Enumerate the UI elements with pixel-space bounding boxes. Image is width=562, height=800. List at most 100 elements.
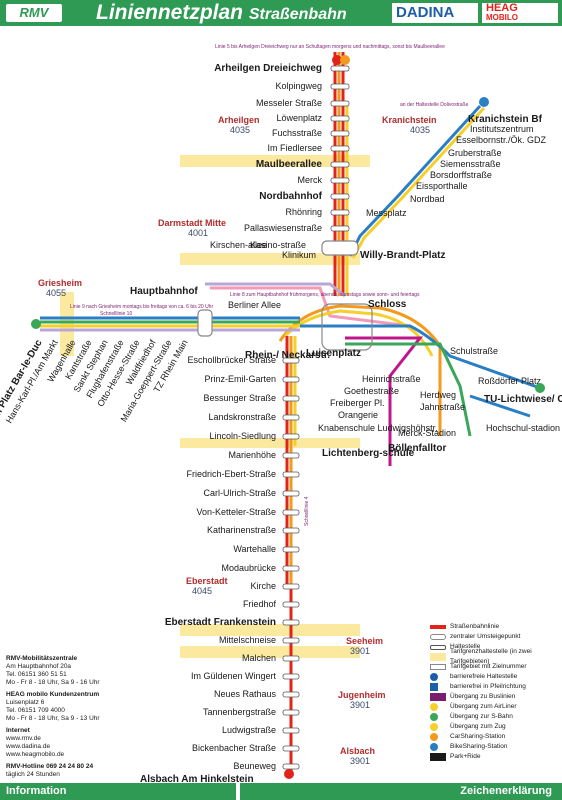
station-label: Wartehalle: [233, 544, 276, 554]
info-heag-line: Tel. 06151 709 4000: [6, 707, 65, 714]
station-label: Marienhöhe: [228, 450, 276, 460]
legend-row: Tarifgebiet mit Zielnummer: [430, 662, 560, 672]
tram-line-icon: [430, 625, 446, 629]
station-label: Willy-Brandt-Platz: [360, 250, 445, 261]
legend-row: Park+Ride: [430, 752, 560, 762]
station-label: Pallaswiesenstraße: [244, 223, 322, 233]
legend-row: Übergang zum Zug: [430, 722, 560, 732]
zone-border-stop-icon: [430, 653, 446, 661]
info-internet-link[interactable]: www.rmv.de: [6, 735, 41, 742]
info-internet: Internet www.rmv.de www.dadina.de www.he…: [6, 727, 186, 759]
station-label: Kasino-straße: [250, 240, 306, 250]
north-station-labels: Arheilgen Dreieichweg Kolpingweg Messele…: [214, 63, 322, 233]
station-label: Friedrich-Ebert-Straße: [186, 469, 276, 479]
zone-label-alsbach: Alsbach: [340, 746, 375, 756]
zone-border-kirschenallee: [180, 253, 360, 265]
bikesharing-icon: [430, 743, 438, 751]
interchange-icon: [430, 634, 446, 640]
header-bar: RMV Liniennetzplan Straßenbahn DADINA HE…: [0, 0, 562, 26]
station-label: Berliner Allee: [228, 300, 281, 310]
zone-number-griesheim: 4055: [46, 288, 66, 298]
legend-label: Tarifgebiet mit Zielnummer: [450, 663, 527, 670]
stop-icon: [430, 644, 446, 650]
legend-label: Park+Ride: [450, 753, 481, 760]
station-label: Bessunger Straße: [203, 393, 276, 403]
note-line4: Schnelllinie 4: [304, 496, 310, 526]
line-terminus-badge: [284, 769, 294, 779]
station-label: Messplatz: [366, 208, 407, 218]
title-subtitle: Straßenbahn: [248, 6, 347, 23]
heag-logo-sub: MOBILO: [486, 13, 518, 22]
station-label: Goethestraße: [344, 386, 399, 396]
info-panel: RMV-Mobilitätszentrale Am Hauptbahnhof 2…: [6, 655, 186, 783]
station-label: Esselbornstr./Ök. GDZ: [456, 135, 547, 145]
east-lines: [345, 336, 531, 466]
station-label: Eberstadt Frankenstein: [165, 617, 276, 628]
zone-number-darmstadt-mitte: 4001: [188, 228, 208, 238]
legend-row: Haltestelle: [430, 642, 560, 652]
line-terminus-badge: [340, 55, 350, 65]
legend-label: barrierefrei in Pfeilrichtung: [450, 683, 526, 690]
zone-label-darmstadt-mitte: Darmstadt Mitte: [158, 218, 226, 228]
info-heag: HEAG mobilo Kundenzentrum Luisenplatz 6 …: [6, 691, 186, 723]
station-label: Neues Rathaus: [214, 689, 277, 699]
station-label: Katharinenstraße: [207, 525, 276, 535]
station-label: Lincoln-Siedlung: [209, 431, 276, 441]
station-label: Fuchsstraße: [272, 128, 322, 138]
park-ride-icon: [430, 753, 446, 761]
station-label: Kirche: [250, 581, 276, 591]
station-label: Tannenbergstraße: [203, 707, 276, 717]
interchange-hauptbahnhof: [197, 309, 213, 337]
heag-logo-text: HEAG: [486, 2, 518, 14]
station-label: Eschollbrücker Straße: [187, 355, 276, 365]
station-label: Mittelschneise: [219, 635, 276, 645]
south-station-labels: Eschollbrücker Straße Prinz-Emil-Garten …: [165, 355, 277, 771]
station-label: Böllenfalltor: [388, 443, 446, 454]
station-label: Orangerie: [338, 410, 378, 420]
info-heag-line: Luisenplatz 6: [6, 699, 45, 706]
zone-border-malchen: [180, 646, 360, 658]
info-hotline-line: täglich 24 Stunden: [6, 771, 60, 778]
info-heag-line: Mo - Fr 8 - 18 Uhr, Sa 9 - 13 Uhr: [6, 715, 100, 722]
note-kranichstein: an der Haltestelle Dolivostraße: [400, 102, 469, 108]
info-rmv-line: Mo - Fr 8 - 18 Uhr, Sa 9 - 16 Uhr: [6, 679, 100, 686]
station-label: Jahnstraße: [420, 402, 465, 412]
bus-icon: [430, 693, 446, 701]
station-label: Landskronstraße: [208, 412, 276, 422]
info-internet-link[interactable]: www.heagmobilo.de: [6, 751, 65, 758]
info-internet-link[interactable]: www.dadina.de: [6, 743, 51, 750]
info-rmv-title: RMV-Mobilitätszentrale: [6, 655, 78, 662]
zone-number-jugenheim: 3901: [350, 700, 370, 710]
station-label: Siemensstraße: [440, 159, 501, 169]
station-label: Beuneweg: [233, 761, 276, 771]
station-label: Roßdörfer Platz: [478, 376, 542, 386]
legend-label: Tarifgrenzhaltestelle (in zwei Tarifgebi…: [450, 648, 532, 665]
zone-label-seeheim: Seeheim: [346, 636, 383, 646]
legend-label: Übergang zum AirLiner: [450, 703, 517, 710]
station-label: Klinikum: [282, 250, 316, 260]
station-label: Messeler Straße: [256, 98, 322, 108]
heag-logo: HEAG MOBILO: [482, 3, 558, 23]
station-label: Prinz-Emil-Garten: [204, 374, 276, 384]
legend-label: barrierefreie Haltestelle: [450, 673, 518, 680]
s-bahn-icon: [430, 713, 438, 721]
line-terminus-badge: [479, 97, 489, 107]
station-label: Im Güldenen Wingert: [191, 671, 277, 681]
zone-label-griesheim: Griesheim: [38, 278, 82, 288]
legend-row: BikeSharing-Station: [430, 742, 560, 752]
south-stop-markers: [282, 357, 300, 770]
legend-label: zentraler Umsteigepunkt: [450, 633, 521, 640]
interchange-luisenplatz: [321, 303, 373, 351]
zone-number-arheilgen: 4035: [230, 125, 250, 135]
note-griesheim: Linie 9 nach Griesheim montags bis freit…: [70, 304, 213, 310]
station-label: Rhein-/ Neckarstr.: [245, 350, 330, 361]
zone-label-eberstadt: Eberstadt: [186, 576, 228, 586]
footer-legend-title: Zeichenerklärung: [240, 783, 562, 800]
legend-row: Tarifgrenzhaltestelle (in zwei Tarifgebi…: [430, 648, 560, 665]
zone-number-alsbach: 3901: [350, 756, 370, 766]
station-label: Carl-Ulrich-Straße: [203, 488, 276, 498]
station-label: TU-Lichtwiese/ Campus: [484, 394, 562, 405]
line-terminus-badge: [332, 55, 342, 65]
station-label: Heinrichstraße: [362, 374, 421, 384]
station-label: Im Fiedlersee: [267, 143, 322, 153]
